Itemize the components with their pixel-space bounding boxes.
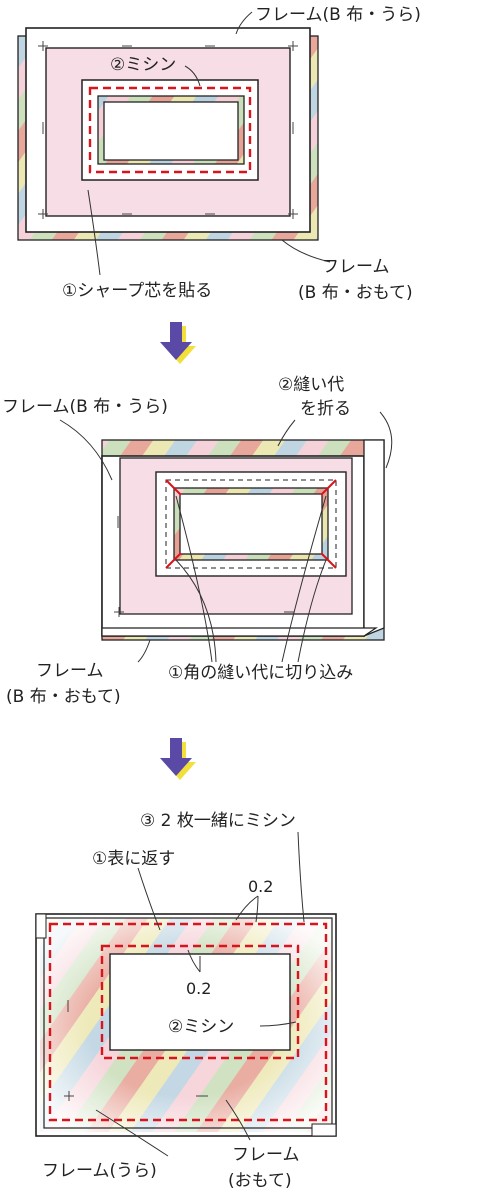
step1-stitch-line [88,86,252,174]
step2-diagram: フレーム(B 布・うら) ②縫い代 を折る フレーム (B 布・おもて) ①角の… [2,375,393,707]
step1-label-frame-back: フレーム(B 布・うら) [255,5,421,25]
step2-label-frame-back: フレーム(B 布・うら) [2,397,168,417]
step2-label-fold-2: を折る [300,399,351,419]
step2-label-frame-front-2: (B 布・おもて) [6,687,121,707]
step1-label-frame-front-2: (B 布・おもて) [298,283,413,303]
step2-label-corner-cut: ①角の縫い代に切り込み [168,663,353,683]
step1-label-frame-front-1: フレーム [322,257,390,277]
step3-diagram: ③ 2 枚一緒にミシン ①表に返す 0.2 0.2 ②ミシン フレーム(うら) … [35,811,337,1191]
step3-label-frame-back: フレーム(うら) [42,1161,157,1181]
step1-label-sewing: ②ミシン [110,55,176,75]
step2-label-fold-1: ②縫い代 [278,375,344,395]
step2-label-frame-front-1: フレーム [36,661,104,681]
step3-label-margin-inner: 0.2 [186,979,211,998]
step3-label-margin-outer: 0.2 [248,877,273,896]
step1-corner-marks [38,41,298,219]
step3-corner-marks [64,1000,208,1101]
step2-corner-cuts [165,479,337,569]
step1-diagram: フレーム(B 布・うら) ②ミシン ①シャープ芯を貼る フレーム (B 布・おも… [17,5,421,303]
step3-inner-stitch [100,944,300,1060]
step3-label-frame-front-2: (おもて) [228,1171,292,1191]
step3-label-stitch-together: ③ 2 枚一緒にミシン [140,811,296,831]
down-arrow-icon [160,738,196,780]
step3-label-sewing: ②ミシン [168,1017,234,1037]
step2-corner-marks [114,516,294,617]
step3-label-frame-front-1: フレーム [232,1145,300,1165]
step3-outer-stitch [48,922,328,1122]
step3-label-turn: ①表に返す [92,849,175,869]
step1-label-interfacing: ①シャープ芯を貼る [62,281,212,301]
down-arrow-icon [160,322,196,364]
